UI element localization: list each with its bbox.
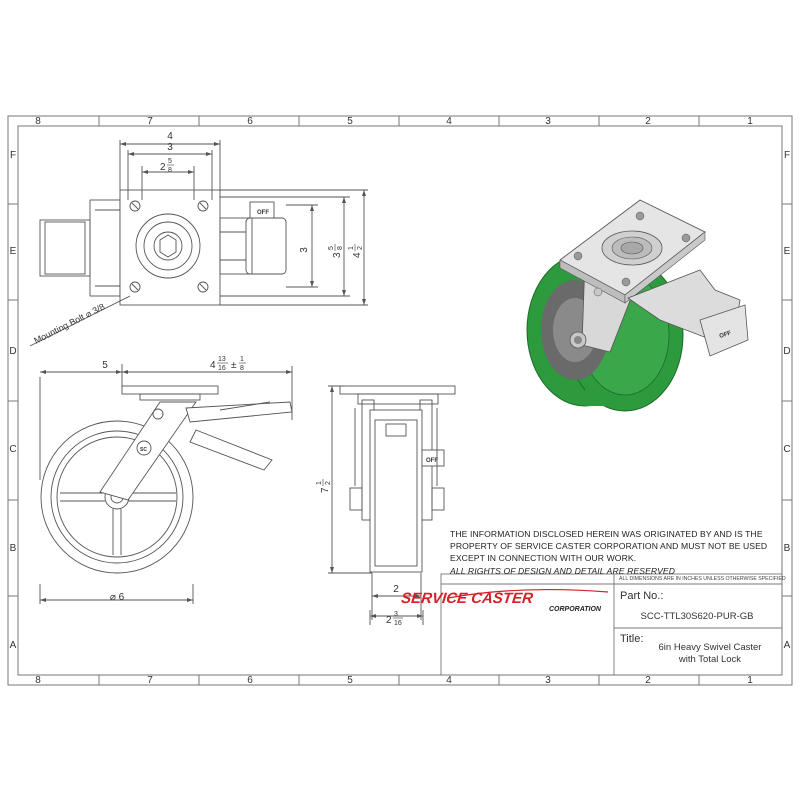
- col-label: 1: [747, 675, 753, 686]
- dim-wheel-width: 2: [393, 584, 399, 595]
- dim-side-3: 3: [299, 247, 310, 253]
- dim-side-412-whole: 4: [352, 252, 363, 258]
- dim-overall-width: 2 3 16: [386, 611, 403, 627]
- off-label-iso: OFF: [719, 330, 733, 340]
- notice-line: EXCEPT IN CONNECTION WITH OUR WORK.: [450, 553, 637, 564]
- col-label: 6: [247, 116, 253, 127]
- dim-offset-413-den: 16: [218, 365, 226, 372]
- title-line2: with Total Lock: [678, 654, 741, 665]
- dimension-units-note: ALL DIMENSIONS ARE IN INCHES UNLESS OTHE…: [619, 576, 786, 582]
- col-label: 7: [147, 675, 153, 686]
- side-view: [328, 385, 456, 625]
- part-no-value: SCC-TTL30S620-PUR-GB: [641, 611, 754, 622]
- zone-ticks: [8, 116, 792, 685]
- dim-height-num: 1: [316, 481, 323, 485]
- column-labels-bottom: 8 7 6 5 4 3 2 1: [35, 675, 753, 686]
- logo-sub: CORPORATION: [549, 606, 602, 613]
- dim-top-width-4: 4: [167, 131, 173, 142]
- dim-offset-tol-den: 8: [240, 365, 244, 372]
- title-line1: 6in Heavy Swivel Caster: [659, 642, 762, 653]
- dim-side-358-whole: 3: [332, 252, 343, 258]
- col-label: 6: [247, 675, 253, 686]
- col-label: 7: [147, 116, 153, 127]
- front-view: [39, 364, 293, 604]
- top-view: [29, 140, 368, 347]
- dim-overall-den: 16: [394, 620, 402, 627]
- title-label: Title:: [620, 633, 643, 645]
- notice-line: ALL RIGHTS OF DESIGN AND DETAIL ARE RESE…: [450, 565, 676, 576]
- row-labels-left: F E D C B A: [9, 150, 16, 651]
- dim-height-whole: 7: [320, 487, 331, 493]
- col-label: 5: [347, 675, 353, 686]
- logo-main: SERVICE CASTER: [400, 590, 534, 607]
- row-label: E: [10, 246, 17, 257]
- company-logo: SERVICE CASTER CORPORATION: [400, 588, 610, 613]
- col-label: 4: [446, 675, 452, 686]
- dim-bolt-num: 5: [168, 158, 172, 165]
- col-label: 1: [747, 116, 753, 127]
- col-label: 8: [35, 675, 41, 686]
- dim-diameter: ⌀ 6: [110, 592, 125, 603]
- dim-side-358-den: 8: [337, 246, 344, 250]
- part-no-label: Part No.:: [620, 590, 663, 602]
- column-labels-top: 8 7 6 5 4 3 2 1: [35, 116, 753, 127]
- mounting-bolt-label: Mounting Bolt ⌀ 3/8: [32, 301, 106, 345]
- side-view-arrows: [330, 386, 423, 618]
- dim-offset-pm: ±: [231, 360, 237, 371]
- dim-height-den: 2: [325, 481, 332, 485]
- off-label-top: OFF: [257, 210, 269, 216]
- off-label-side: OFF: [426, 458, 438, 464]
- sc-mark: SC: [140, 447, 147, 453]
- row-label: A: [784, 640, 791, 651]
- col-label: 8: [35, 116, 41, 127]
- dim-offset-413: 4 13 16 ± 1 8: [210, 356, 246, 372]
- row-label: C: [9, 444, 16, 455]
- col-label: 3: [545, 675, 551, 686]
- row-label: B: [784, 543, 791, 554]
- dim-bolt-den: 8: [168, 167, 172, 174]
- dim-side-412-num: 1: [348, 246, 355, 250]
- col-label: 5: [347, 116, 353, 127]
- dim-overall-whole: 2: [386, 615, 392, 626]
- row-label: B: [10, 543, 17, 554]
- dim-side-412-den: 2: [357, 246, 364, 250]
- col-label: 3: [545, 116, 551, 127]
- dim-offset-413-num: 13: [218, 356, 226, 363]
- front-view-arrows: [40, 370, 292, 602]
- row-label: C: [783, 444, 790, 455]
- row-label: E: [784, 246, 791, 257]
- row-label: F: [784, 150, 790, 161]
- proprietary-notice: THE INFORMATION DISCLOSED HEREIN WAS ORI…: [450, 528, 780, 577]
- dim-offset-5: 5: [102, 360, 108, 371]
- dim-side-358-num: 5: [328, 246, 335, 250]
- dim-side-358: 3 5 8: [328, 244, 344, 258]
- title-block: [440, 573, 783, 676]
- top-view-arrows: [120, 142, 366, 305]
- row-labels-right: F E D C B A: [783, 150, 790, 651]
- row-label: D: [783, 346, 790, 357]
- dim-overall-num: 3: [394, 611, 398, 618]
- row-label: D: [9, 346, 16, 357]
- notice-line: PROPERTY OF SERVICE CASTER CORPORATION A…: [450, 541, 768, 552]
- dim-bolt-spacing: 2 5 8: [160, 158, 174, 174]
- isometric-caster: [526, 199, 749, 412]
- dim-side-412: 4 1 2: [348, 244, 364, 258]
- dim-offset-413-whole: 4: [210, 360, 216, 371]
- row-label: F: [10, 150, 16, 161]
- dim-height: 7 1 2: [316, 479, 332, 493]
- col-label: 4: [446, 116, 452, 127]
- col-label: 2: [645, 675, 651, 686]
- col-label: 2: [645, 116, 651, 127]
- notice-line: THE INFORMATION DISCLOSED HEREIN WAS ORI…: [450, 529, 763, 539]
- dim-top-width-3: 3: [167, 142, 173, 153]
- dim-bolt-whole: 2: [160, 162, 166, 173]
- dim-offset-tol-num: 1: [240, 356, 244, 363]
- row-label: A: [10, 640, 17, 651]
